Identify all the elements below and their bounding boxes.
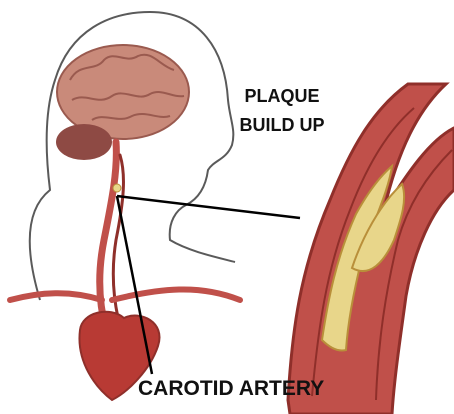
- cerebellum: [56, 124, 112, 160]
- chest-artery-left: [10, 293, 102, 300]
- chest-artery-right: [112, 289, 240, 300]
- plaque-label-line1: PLAQUE: [222, 82, 342, 111]
- plaque-spot: [113, 184, 121, 192]
- plaque-label-line2: BUILD UP: [222, 111, 342, 140]
- pointer-line-plaque: [117, 196, 300, 218]
- plaque-build-up-label: PLAQUE BUILD UP: [222, 82, 342, 140]
- carotid-artery-label: CAROTID ARTERY: [138, 376, 438, 402]
